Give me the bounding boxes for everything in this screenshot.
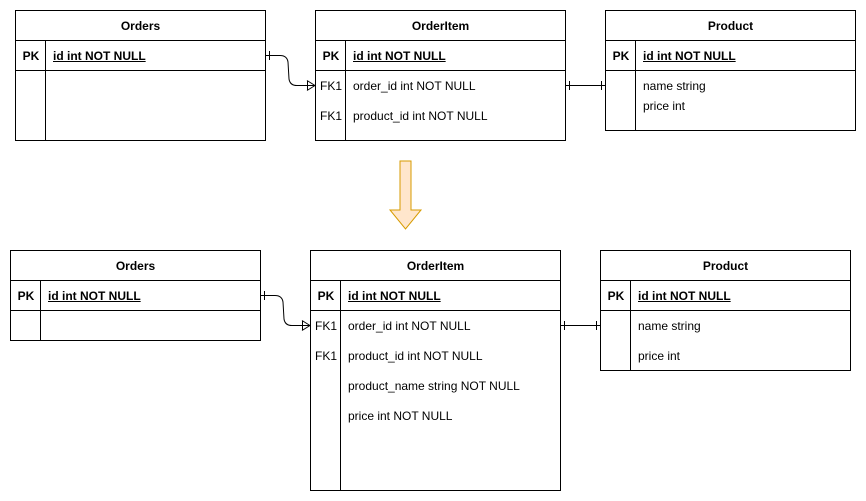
orders-table-before[interactable]: Orders PK id int NOT NULL: [15, 10, 266, 141]
pk-field: id int NOT NULL: [643, 49, 736, 63]
fk-key: FK1: [319, 109, 342, 123]
key-divider: [45, 41, 46, 140]
product-table-before[interactable]: Product PK id int NOT NULL name string p…: [605, 10, 856, 131]
key-divider: [345, 41, 346, 140]
key-divider: [40, 281, 41, 340]
field-name: name string: [638, 319, 701, 333]
field-row: price int: [601, 341, 850, 371]
table-title: Product: [601, 251, 850, 281]
table-title: Orders: [16, 11, 265, 41]
field-row: name string: [601, 311, 850, 341]
pk-key: PK: [612, 49, 630, 63]
field-row: FK1 product_id int NOT NULL: [311, 341, 560, 371]
key-divider: [340, 281, 341, 490]
pk-key: PK: [17, 289, 35, 303]
orderitem-product-relation-before: [566, 81, 605, 90]
pk-field: id int NOT NULL: [353, 49, 446, 63]
field-row: FK1 order_id int NOT NULL: [316, 71, 565, 101]
key-divider: [635, 41, 636, 130]
field-row: FK1 order_id int NOT NULL: [311, 311, 560, 341]
orderitem-product-relation-after: [561, 321, 600, 330]
orderitem-table-before[interactable]: OrderItem PK id int NOT NULL FK1 order_i…: [315, 10, 566, 141]
field-row: price int: [606, 96, 855, 116]
pk-key: PK: [322, 49, 340, 63]
orders-orderitem-relation-before: [266, 51, 316, 91]
field-row: price int NOT NULL: [311, 401, 560, 431]
pk-field: id int NOT NULL: [48, 289, 141, 303]
field-name: name string: [643, 79, 706, 93]
field-row: name string: [606, 76, 855, 96]
field-name: order_id int NOT NULL: [348, 319, 471, 333]
field-name: product_name string NOT NULL: [348, 379, 520, 393]
field-name: product_id int NOT NULL: [348, 349, 483, 363]
pk-key: PK: [317, 289, 335, 303]
pk-field: id int NOT NULL: [638, 289, 731, 303]
table-title: OrderItem: [316, 11, 565, 41]
pk-row: PK id int NOT NULL: [311, 281, 560, 311]
orderitem-table-after[interactable]: OrderItem PK id int NOT NULL FK1 order_i…: [310, 250, 561, 491]
fk-key: FK1: [319, 79, 342, 93]
pk-row: PK id int NOT NULL: [601, 281, 850, 311]
table-title: Orders: [11, 251, 260, 281]
field-row: product_name string NOT NULL: [311, 371, 560, 401]
table-title: OrderItem: [311, 251, 560, 281]
pk-key: PK: [22, 49, 40, 63]
field-name: price int: [643, 99, 686, 113]
orders-table-after[interactable]: Orders PK id int NOT NULL: [10, 250, 261, 341]
field-name: price int: [638, 349, 681, 363]
pk-row: PK id int NOT NULL: [16, 41, 265, 71]
product-table-after[interactable]: Product PK id int NOT NULL name string p…: [600, 250, 851, 371]
pk-key: PK: [607, 289, 625, 303]
table-title: Product: [606, 11, 855, 41]
field-name: product_id int NOT NULL: [353, 109, 488, 123]
field-row: FK1 product_id int NOT NULL: [316, 101, 565, 131]
pk-row: PK id int NOT NULL: [316, 41, 565, 71]
pk-field: id int NOT NULL: [348, 289, 441, 303]
fk-key: FK1: [314, 319, 337, 333]
key-divider: [630, 281, 631, 370]
orders-orderitem-relation-after: [261, 291, 311, 331]
pk-row: PK id int NOT NULL: [606, 41, 855, 71]
field-name: order_id int NOT NULL: [353, 79, 476, 93]
down-arrow-icon: [388, 160, 423, 230]
pk-row: PK id int NOT NULL: [11, 281, 260, 311]
field-name: price int NOT NULL: [348, 409, 453, 423]
fk-key: FK1: [314, 349, 337, 363]
pk-field: id int NOT NULL: [53, 49, 146, 63]
